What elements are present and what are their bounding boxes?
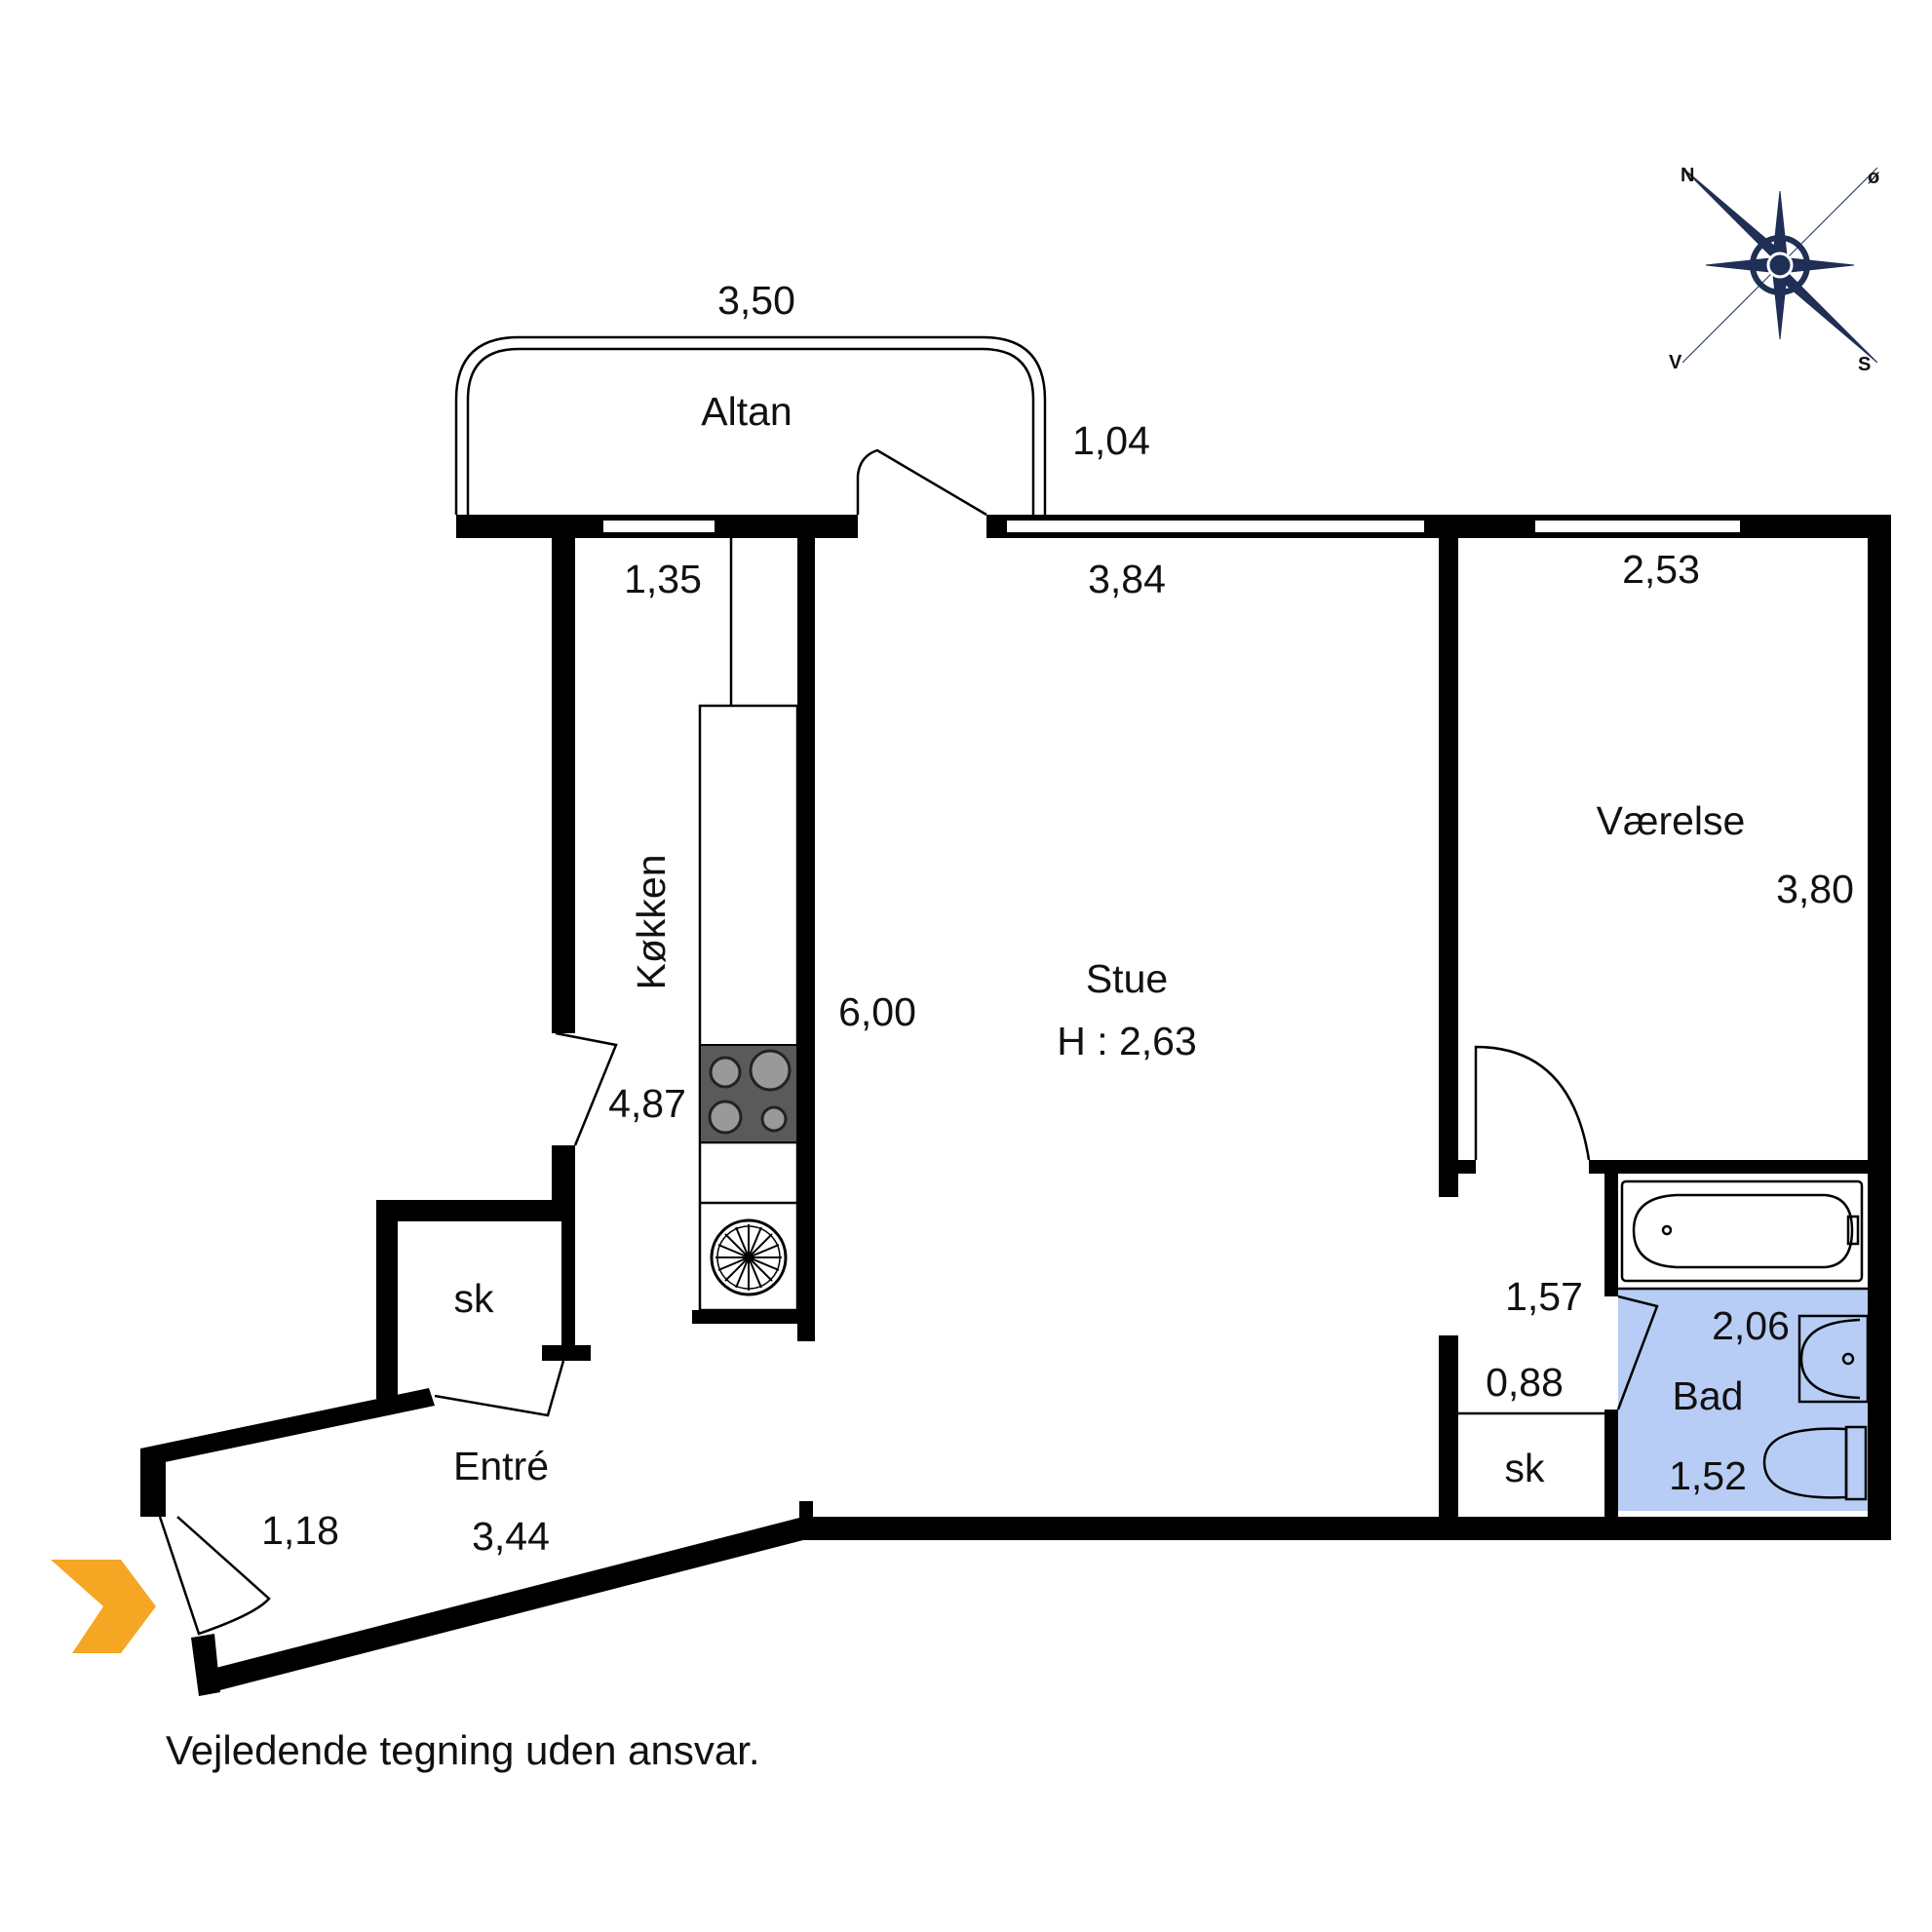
dim-bad-width: 1,52: [1669, 1453, 1747, 1498]
room-label-vaerelse: Værelse: [1597, 798, 1746, 843]
entrance-arrow-icon: [51, 1560, 156, 1653]
toilet-icon: [1762, 1425, 1868, 1501]
partition-lines: [729, 538, 1868, 1415]
dim-vaerelse-length: 3,80: [1776, 867, 1854, 911]
dim-entre-length: 3,44: [472, 1514, 550, 1559]
room-label-altan: Altan: [701, 389, 792, 434]
compass-north-label: N: [1681, 165, 1694, 186]
windows: [601, 519, 1742, 534]
room-label-stue: Stue: [1086, 956, 1168, 1001]
balcony-railing: [454, 335, 1047, 515]
dim-kokken-width: 1,35: [624, 557, 702, 601]
dim-hall-width: 0,88: [1486, 1360, 1564, 1405]
bathtub-icon: [1620, 1179, 1864, 1283]
extractor-fan-icon: [710, 1218, 788, 1296]
compass-east-label: ø: [1868, 167, 1880, 188]
disclaimer-text: Vejledende tegning uden ansvar.: [166, 1727, 760, 1773]
room-label-bad: Bad: [1673, 1373, 1744, 1418]
walls: [140, 515, 1891, 1696]
dim-altan-width: 3,50: [717, 278, 795, 323]
dim-stue-length: 6,00: [838, 989, 916, 1034]
compass-rose-icon: [1681, 167, 1878, 364]
room-label-entre: Entré: [453, 1444, 549, 1488]
room-label-kokken: Køkken: [629, 855, 674, 990]
dim-entre-width: 1,18: [261, 1508, 339, 1553]
dim-vaerelse-width: 2,53: [1622, 547, 1700, 592]
stove-icon: [699, 1044, 798, 1143]
dim-hall-length: 1,57: [1505, 1274, 1583, 1319]
room-label-sk-left: sk: [454, 1276, 495, 1321]
compass-south-label: S: [1858, 354, 1871, 375]
compass-west-label: V: [1669, 352, 1682, 373]
room-height-stue: H : 2,63: [1057, 1019, 1197, 1063]
doors: [158, 448, 1659, 1636]
dim-altan-depth: 1,04: [1072, 418, 1150, 463]
dim-stue-width: 3,84: [1088, 557, 1166, 601]
sink-icon: [1797, 1314, 1870, 1404]
dim-bad-length: 2,06: [1712, 1303, 1790, 1348]
room-label-sk-right: sk: [1505, 1446, 1546, 1490]
dim-kokken-length: 4,87: [608, 1081, 686, 1126]
